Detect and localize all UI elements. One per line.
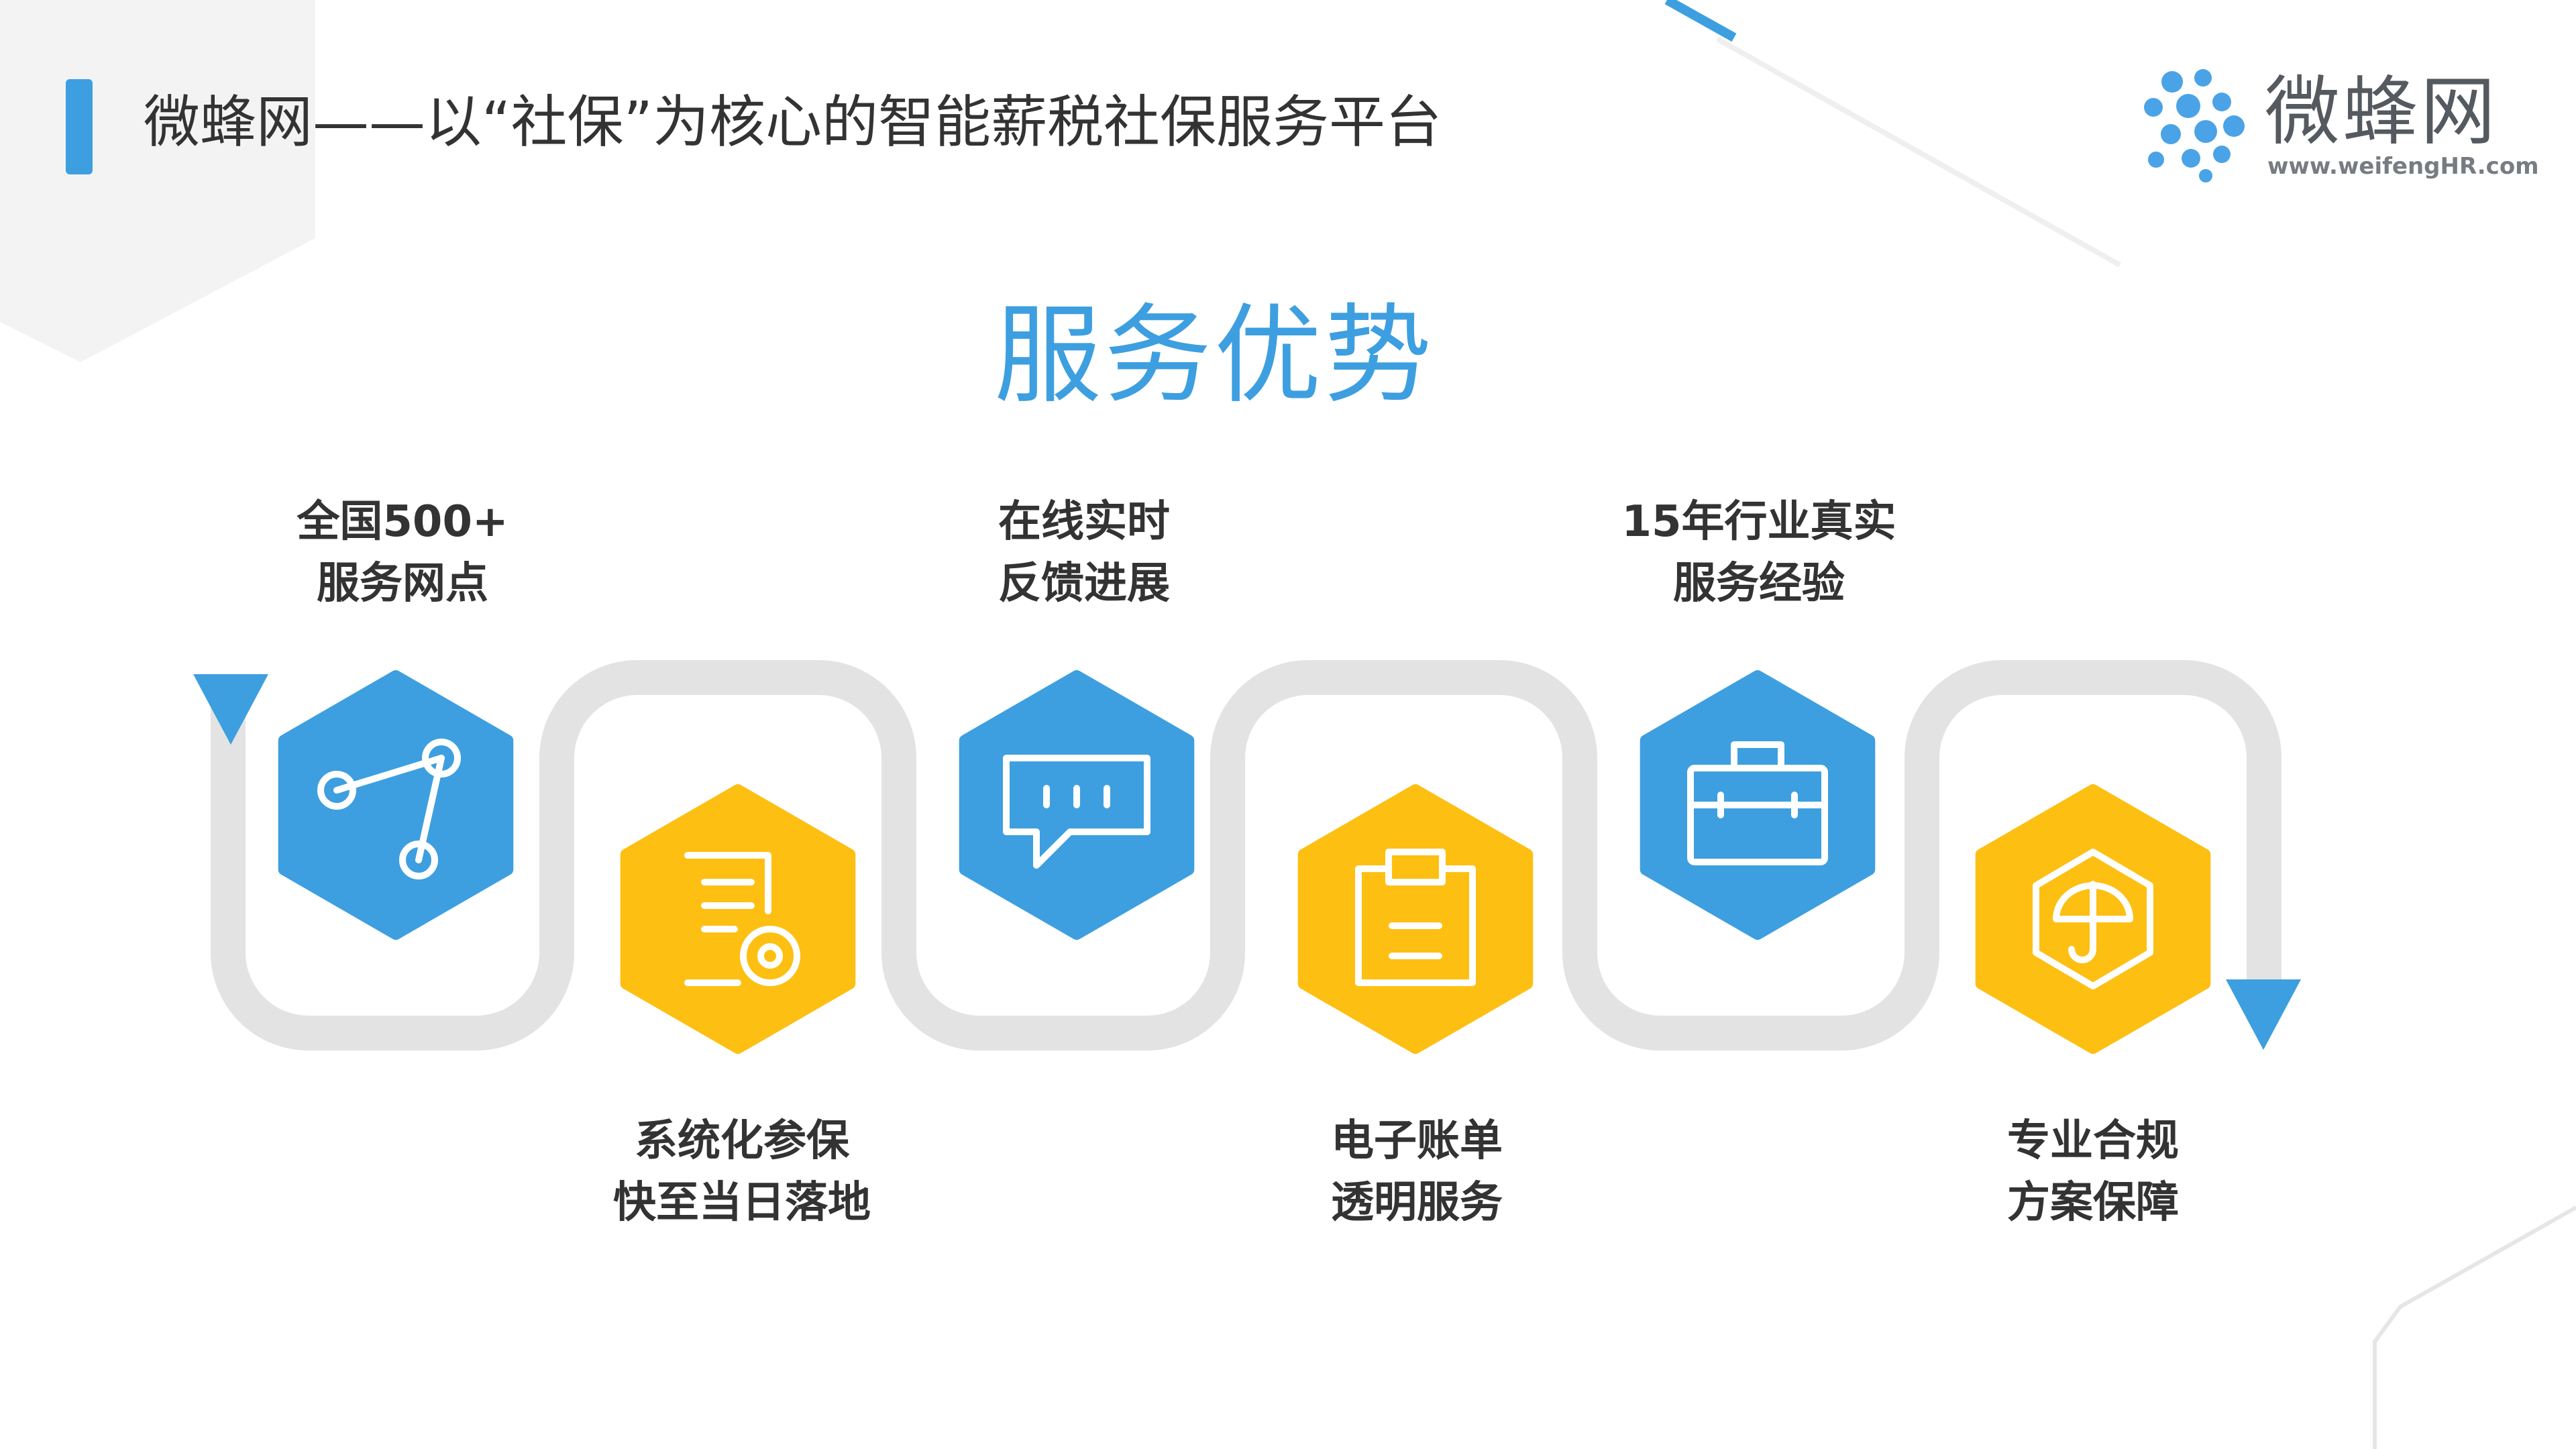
feature-label-line2: 快至当日落地 — [613, 1178, 871, 1228]
feature-label-realtime: 在线实时 反馈进展 — [910, 491, 1258, 614]
corner-line-bottom-right — [2373, 1205, 2576, 1449]
hexagon-shape — [278, 670, 514, 940]
page-title: 微蜂网——以“社保”为核心的智能薪税社保服务平台 — [144, 89, 1442, 155]
feature-label-compliance: 专业合规 方案保障 — [1919, 1110, 2267, 1234]
logo-url: www.weifengHR.com — [2267, 153, 2539, 180]
track-start-arrow — [193, 674, 268, 745]
hexagon-shape — [620, 784, 856, 1054]
hexagon-shape — [1297, 784, 1534, 1054]
feature-label-line1: 电子账单 — [1331, 1116, 1503, 1166]
feature-hexagon-2 — [620, 784, 856, 1054]
diagonal-stripe-blue — [1664, 0, 1737, 42]
feature-label-line2: 透明服务 — [1331, 1178, 1503, 1228]
feature-label-line1: 系统化参保 — [635, 1116, 849, 1166]
chat-bubble-icon — [1003, 755, 1150, 869]
feature-label-line1: 在线实时 — [998, 497, 1170, 547]
briefcase-icon — [1687, 741, 1828, 865]
feature-hexagon-6 — [1975, 784, 2211, 1054]
feature-label-line2: 服务经验 — [1673, 559, 1845, 608]
feature-label-billing: 电子账单 透明服务 — [1242, 1110, 1591, 1234]
logo-name: 微蜂网 — [2265, 68, 2498, 156]
feature-label-experience: 15年行业真实 服务经验 — [1585, 491, 1933, 614]
feature-hexagon-3 — [959, 670, 1195, 940]
feature-label-line2: 服务网点 — [317, 559, 488, 608]
document-settings-icon — [684, 852, 800, 986]
umbrella-shield-icon — [2033, 849, 2153, 989]
feature-hexagon-5 — [1640, 670, 1876, 940]
feature-hexagon-4 — [1297, 784, 1534, 1054]
feature-hexagon-1 — [278, 670, 514, 940]
header-accent-bar — [66, 79, 93, 174]
feature-label-line2: 反馈进展 — [998, 559, 1170, 608]
feature-label-line1: 全国500+ — [297, 497, 508, 547]
section-title: 服务优势 — [994, 292, 1434, 418]
feature-label-line1: 15年行业真实 — [1621, 497, 1896, 547]
feature-label-line2: 方案保障 — [2007, 1178, 2179, 1228]
serpentine-track — [211, 660, 2282, 1051]
hexagon-dot-network-logo-icon — [2144, 69, 2245, 182]
feature-label-network: 全国500+ 服务网点 — [228, 491, 577, 614]
clipboard-icon — [1355, 849, 1476, 986]
weifeng-logo[interactable]: 微蜂网 www.weifengHR.com — [2133, 64, 2539, 185]
diagonal-stripe-gray — [1716, 36, 2121, 268]
network-nodes-icon — [317, 739, 461, 879]
feature-label-system: 系统化参保 快至当日落地 — [568, 1110, 916, 1234]
feature-label-line1: 专业合规 — [2007, 1116, 2179, 1166]
track-end-arrow — [2226, 979, 2301, 1050]
